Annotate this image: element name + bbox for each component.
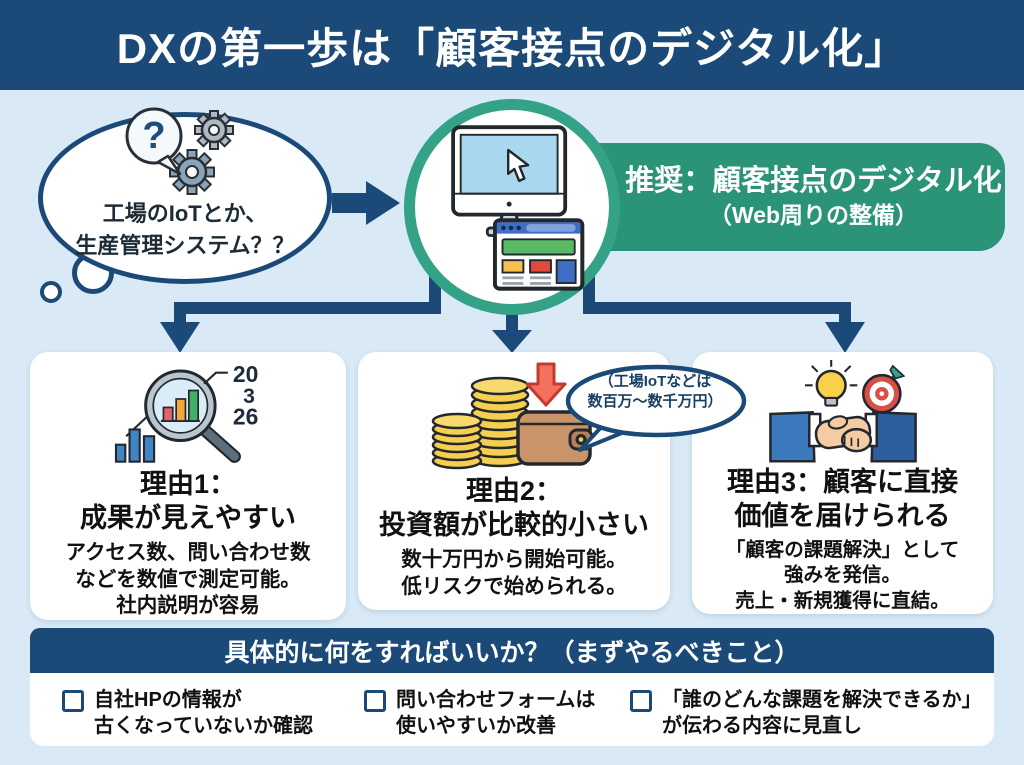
- thought-bubble-dot: [40, 281, 62, 303]
- arrowhead-left: [160, 322, 200, 352]
- cost-note-text: （工場IoTなどは 数百万〜数千万円）: [587, 373, 723, 411]
- connector-right: [583, 260, 851, 324]
- monitor: [451, 125, 568, 237]
- gear-large: [169, 149, 215, 195]
- action-section-title: 具体的に何をすればいいか？（まずやるべきこと）: [224, 638, 800, 667]
- action-section-header: 具体的に何をすればいいか？（まずやるべきこと）: [30, 628, 994, 673]
- target: [861, 364, 905, 414]
- question-gears-icon: ?: [125, 107, 234, 195]
- page-title: DXの第一歩は「顧客接点のデジタル化」: [116, 24, 908, 72]
- recommendation-banner: 推奨：顧客接点のデジタル化 （Web周りの整備）: [550, 143, 1005, 251]
- reason-2-title: 理由2： 投資額が比較的小さい: [379, 476, 649, 541]
- gear-small: [194, 110, 234, 150]
- reason-2-body: 数十万円から開始可能。 低リスクで始められる。: [401, 548, 627, 598]
- magnifier-chart-icon: 20 3 26: [114, 361, 258, 463]
- question-balloon: ?: [125, 107, 183, 176]
- arrowhead-center: [492, 330, 532, 352]
- thought-bubble: [38, 112, 332, 284]
- coin-stack-short: [431, 412, 483, 470]
- handshake: [768, 410, 917, 463]
- icon-number-26: 26: [233, 403, 258, 429]
- reason-1-body: アクセス数、問い合わせ数 などを数値で測定可能。 社内説明が容易: [65, 541, 311, 618]
- lightbulb: [804, 360, 857, 407]
- browser-window: [493, 218, 585, 291]
- action-item-3-text: 「誰のどんな課題を解決できるか」 が伝わる内容に見直し: [662, 689, 982, 738]
- icon-number-3: 3: [243, 385, 255, 408]
- action-item-3: 「誰のどんな課題を解決できるか」 が伝わる内容に見直し: [630, 687, 982, 740]
- recommendation-title: 推奨：顧客接点のデジタル化: [625, 165, 1002, 198]
- icon-number-20: 20: [233, 361, 258, 387]
- thought-bubble-text: 工場のIoTとか、 生産管理システム？？: [75, 201, 295, 258]
- action-item-2-text: 問い合わせフォームは 使いやすいか改善: [396, 689, 596, 738]
- reason-3-body: 「顧客の課題解決」として 強みを発信。 売上・新規獲得に直結。: [725, 538, 960, 612]
- action-item-1-text: 自社HPの情報が 古くなっていないか確認: [94, 689, 313, 738]
- checkbox-2[interactable]: [364, 690, 386, 712]
- monitor-browser-icon: [451, 125, 585, 291]
- action-item-1: 自社HPの情報が 古くなっていないか確認: [62, 687, 313, 740]
- red-down-arrow: [525, 362, 567, 407]
- reason-card-1: 20 3 26 理由1： 成果が見えやすい アクセス数、問い合わせ数 などを数値…: [30, 352, 346, 620]
- action-section-panel: 自社HPの情報が 古くなっていないか確認 問い合わせフォームは 使いやすいか改善…: [30, 673, 994, 746]
- cost-note-shape: [565, 364, 747, 452]
- checkbox-1[interactable]: [62, 690, 84, 712]
- connector-left: [174, 260, 441, 324]
- header-band: DXの第一歩は「顧客接点のデジタル化」: [0, 0, 1024, 90]
- connector-arrows: [160, 181, 865, 352]
- cost-note-bubble: （工場IoTなどは 数百万〜数千万円）: [562, 364, 748, 454]
- action-item-2: 問い合わせフォームは 使いやすいか改善: [364, 687, 595, 740]
- reason-3-title: 理由3：顧客に直接 価値を届けられる: [726, 466, 959, 531]
- arrow-bubble-to-hub: [332, 181, 400, 225]
- svg-text:?: ?: [142, 115, 165, 157]
- reason-1-title: 理由1： 成果が見えやすい: [80, 469, 296, 534]
- handshake-idea-target-icon: [768, 360, 917, 463]
- arrowhead-right: [825, 322, 865, 352]
- checkbox-3[interactable]: [630, 690, 652, 712]
- hub-circle: [404, 99, 620, 315]
- recommendation-subtitle: （Web周りの整備）: [708, 201, 919, 228]
- reason-card-2: 理由2： 投資額が比較的小さい 数十万円から開始可能。 低リスクで始められる。: [358, 352, 670, 610]
